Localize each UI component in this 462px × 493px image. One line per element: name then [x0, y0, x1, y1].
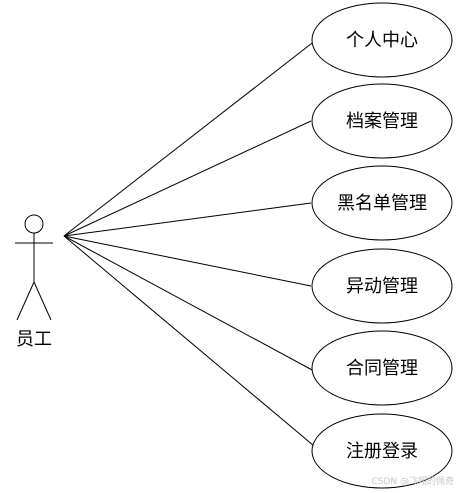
association-line [63, 235, 315, 372]
use-case-ellipse [311, 2, 453, 78]
association-lines [63, 39, 321, 452]
association-line [63, 120, 312, 237]
actor-label: 员工 [16, 329, 52, 350]
association-line [63, 235, 312, 287]
use-case-ellipse [311, 330, 453, 406]
association-line [63, 39, 317, 237]
use-case-ellipse [311, 248, 453, 324]
use-case-ellipse [311, 83, 453, 159]
use-case-ellipse [311, 165, 453, 241]
association-line [63, 235, 321, 452]
use-case-label-blacklist-management: 黑名单管理 [337, 193, 427, 214]
actor-right-leg [33, 281, 52, 321]
use-case-label-register-login: 注册登录 [346, 441, 418, 462]
use-case-ellipse [311, 413, 453, 489]
use-case-label-transfer-management: 异动管理 [346, 276, 418, 297]
association-line [63, 202, 312, 237]
actor [15, 214, 53, 321]
use-case-label-personal-center: 个人中心 [346, 30, 418, 51]
use-cases [311, 2, 453, 489]
actor-left-leg [16, 281, 35, 321]
watermark: CSDN @飞翔的佩奇 [371, 475, 454, 487]
use-case-label-archive-management: 档案管理 [346, 111, 418, 132]
use-case-label-contract-management: 合同管理 [346, 358, 418, 379]
actor-head [24, 214, 44, 234]
